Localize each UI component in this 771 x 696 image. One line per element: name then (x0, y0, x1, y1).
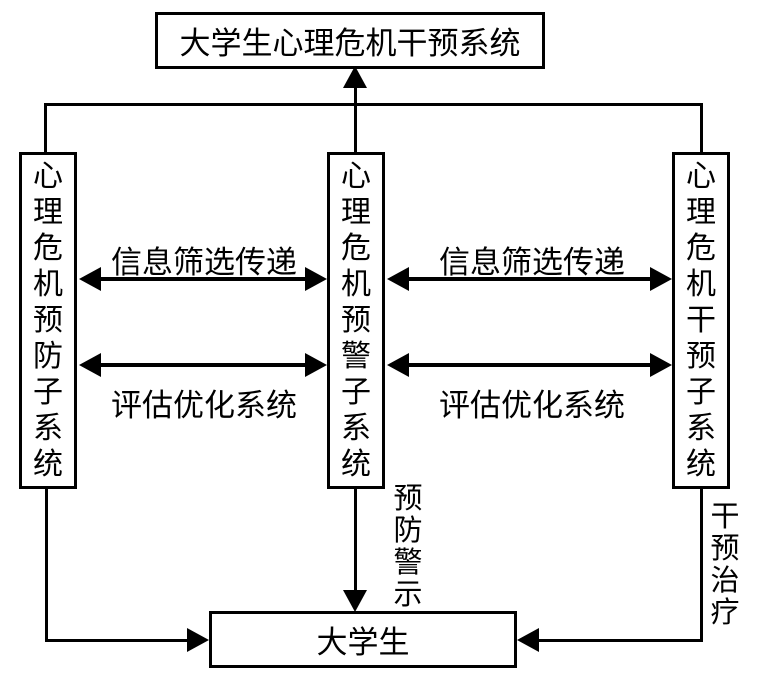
edge-label-evaluation-right: 评估优化系统 (439, 388, 625, 424)
title-box-label: 大学生心理危机干预系统 (179, 26, 521, 62)
connector-bus-left-drop (44, 103, 47, 155)
subsystem-prevention-label: 心理危机预防子系统 (33, 158, 63, 482)
double-arrow-info-right-shaft (407, 277, 652, 281)
double-arrow-eval-right-shaft (407, 363, 652, 367)
connector-bus-horizontal (44, 103, 703, 106)
arrowhead-left-icon (79, 267, 101, 291)
arrowhead-right-icon (305, 267, 327, 291)
double-arrow-eval-left-shaft (99, 363, 307, 367)
arrow-up-to-title-icon (343, 66, 367, 88)
subsystem-box-prevention: 心理危机预防子系统 (19, 152, 77, 489)
edge-label-info-transfer-left: 信息筛选传递 (111, 245, 297, 281)
connector-bus-right-drop (700, 103, 703, 155)
title-box: 大学生心理危机干预系统 (155, 12, 545, 69)
connector-warning-to-student-vertical (354, 489, 357, 591)
arrowhead-left-icon (517, 628, 539, 652)
arrowhead-left-icon (79, 353, 101, 377)
arrowhead-right-icon (305, 353, 327, 377)
double-arrow-info-left-shaft (99, 277, 307, 281)
connector-title-center-vertical (354, 86, 357, 154)
arrowhead-left-icon (387, 267, 409, 291)
arrowhead-left-icon (387, 353, 409, 377)
subsystem-warning-label: 心理危机预警子系统 (341, 158, 371, 482)
subsystem-box-warning: 心理危机预警子系统 (327, 152, 385, 489)
arrow-down-to-student-icon (343, 590, 367, 612)
student-box: 大学生 (209, 611, 517, 668)
connector-intervention-down (700, 489, 703, 642)
connector-prevention-down (45, 489, 48, 642)
arrowhead-right-icon (650, 353, 672, 377)
edge-label-evaluation-left: 评估优化系统 (111, 388, 297, 424)
edge-label-prevention-warning: 预防警示 (393, 481, 423, 611)
connector-prevention-horizontal (45, 639, 187, 642)
edge-label-intervention-treatment: 干预治疗 (710, 499, 740, 629)
arrowhead-right-icon (650, 267, 672, 291)
arrowhead-right-icon (187, 628, 209, 652)
subsystem-box-intervention: 心理危机干预子系统 (672, 152, 730, 489)
student-box-label: 大学生 (316, 625, 410, 661)
edge-label-info-transfer-right: 信息筛选传递 (439, 245, 625, 281)
connector-intervention-horizontal (539, 639, 703, 642)
subsystem-intervention-label: 心理危机干预子系统 (686, 158, 716, 482)
